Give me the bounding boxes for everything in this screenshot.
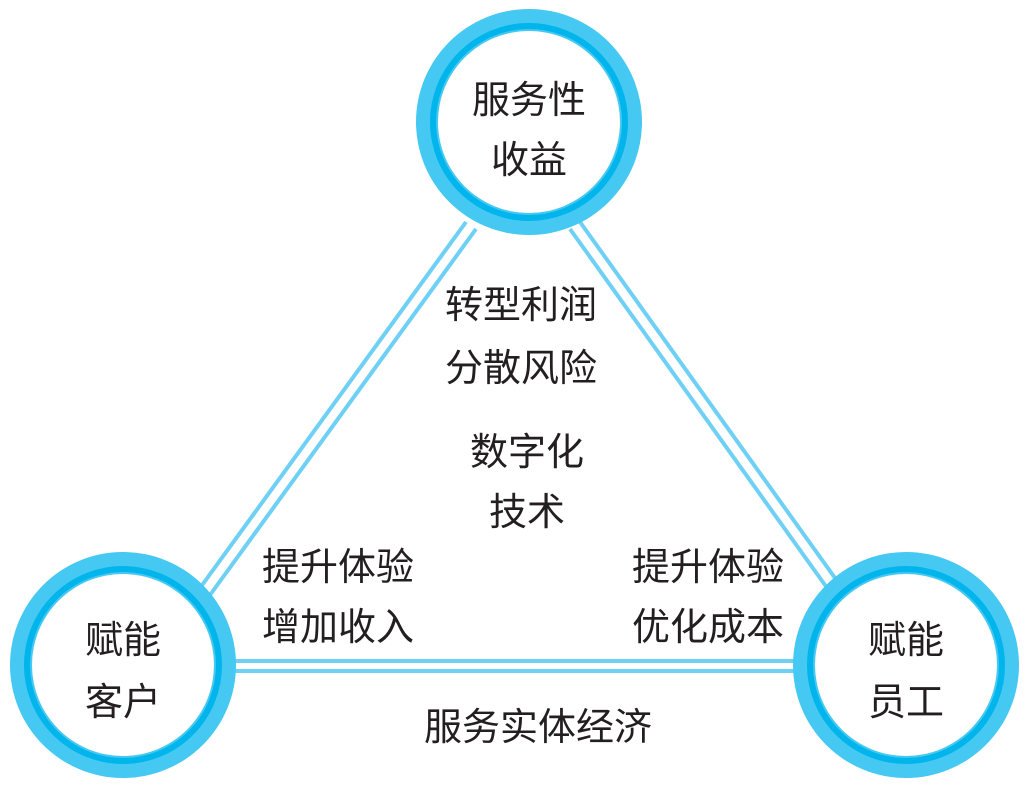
node-top-line2: 收益 [491,138,567,182]
node-right-line1: 赋能 [868,618,944,662]
center-core1: 数字化 [470,430,584,474]
connector-right [568,220,842,594]
edge-left-line1: 提升体验 [262,545,414,589]
node-top-line1: 服务性 [472,78,586,122]
center-core2: 技术 [489,490,565,534]
node-left: 赋能 客户 [10,552,236,778]
edge-left-line2: 增加收入 [262,605,414,649]
center-line1: 转型利润 [445,283,597,327]
node-top: 服务性 收益 [416,9,642,235]
node-right: 赋能 员工 [793,552,1019,778]
center-line2: 分散风险 [445,346,597,390]
edge-bottom-label: 服务实体经济 [424,705,652,749]
node-left-line1: 赋能 [85,618,161,662]
edge-right-line2: 优化成本 [632,605,784,649]
connector-left [198,220,478,597]
node-right-line2: 员工 [868,680,944,724]
edge-right-line1: 提升体验 [632,545,784,589]
connector-bottom [225,659,805,673]
node-left-line2: 客户 [85,680,161,724]
